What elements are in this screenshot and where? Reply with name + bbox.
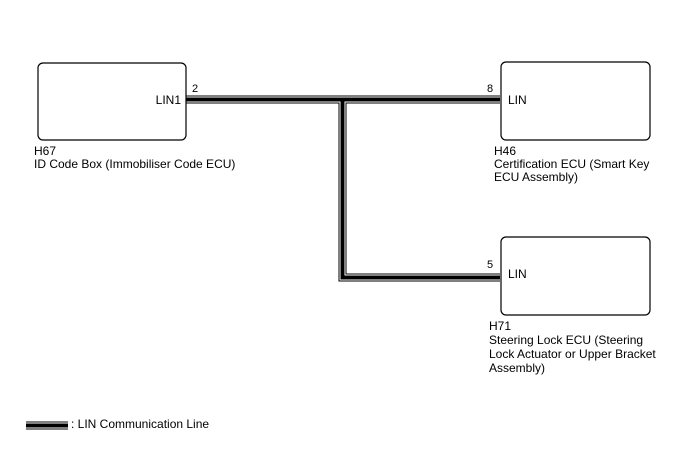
certification-ecu-body	[500, 61, 651, 141]
certification-ecu-connector-code: H46	[494, 144, 516, 158]
legend: : LIN Communication Line	[26, 417, 209, 431]
certification-ecu-name-line2: ECU Assembly)	[494, 170, 578, 184]
certification-ecu-terminal-label: LIN	[508, 93, 527, 107]
certification-ecu-name-line1: Certification ECU (Smart Key	[494, 157, 649, 171]
certification-ecu-pin-number: 8	[487, 83, 493, 95]
steering-lock-ecu-terminal-label: LIN	[508, 267, 527, 281]
steering-lock-ecu-name-line1: Steering Lock ECU (Steering	[489, 333, 643, 347]
steering-lock-ecu-connector-code: H71	[489, 319, 511, 333]
id-code-box-terminal-label: LIN1	[156, 93, 182, 107]
steering-lock-ecu-name-line3: Assembly)	[489, 361, 545, 375]
id-code-box-connector-code: H67	[34, 144, 56, 158]
steering-lock-ecu-pin-number: 5	[487, 259, 493, 271]
steering-lock-ecu-body	[500, 236, 651, 316]
id-code-box-pin-number: 2	[192, 83, 198, 95]
steering-lock-ecu-component: LIN 5 H71 Steering Lock ECU (Steering Lo…	[487, 236, 656, 375]
id-code-box-name: ID Code Box (Immobiliser Code ECU)	[34, 157, 235, 171]
legend-label: : LIN Communication Line	[71, 417, 209, 431]
steering-lock-ecu-name-line2: Lock Actuator or Upper Bracket	[489, 347, 656, 361]
certification-ecu-component: LIN 8 H46 Certification ECU (Smart Key E…	[487, 61, 651, 184]
id-code-box-component: LIN1 2 H67 ID Code Box (Immobiliser Code…	[34, 62, 235, 171]
id-code-box-body	[37, 62, 187, 141]
lin-communication-line	[186, 95, 500, 282]
